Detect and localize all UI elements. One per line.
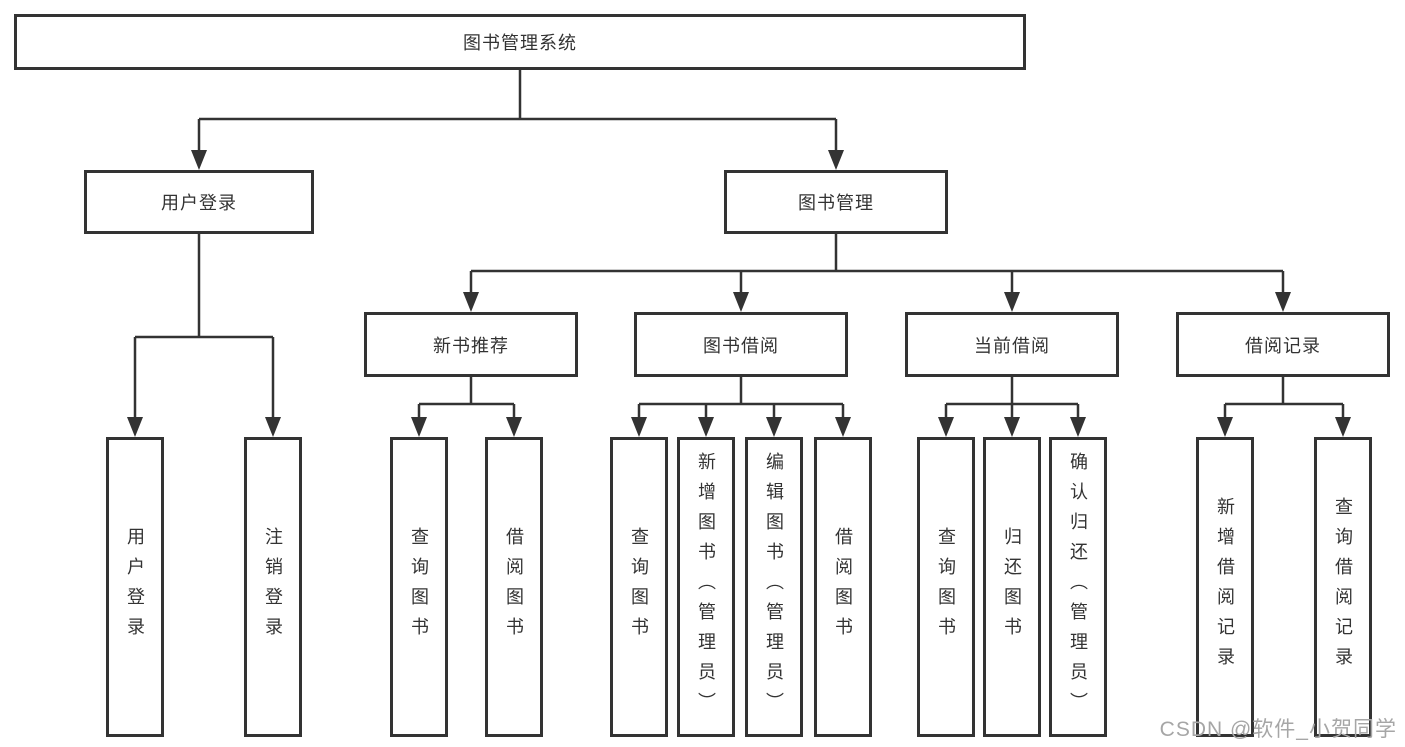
node-new-book-recommendation: 新书推荐 xyxy=(364,312,578,377)
leaf-label: 查询图书 xyxy=(936,527,956,647)
connector-lines xyxy=(133,70,1345,418)
node-user-login: 用户登录 xyxy=(84,170,314,234)
leaf-label: 查询借阅记录 xyxy=(1333,497,1353,677)
node-label: 图书管理系统 xyxy=(463,33,577,53)
leaf-confirm-return-admin: 确认归还（管理员） xyxy=(1049,437,1107,737)
leaf-logout-login: 注销登录 xyxy=(244,437,302,737)
node-current-borrowing: 当前借阅 xyxy=(905,312,1119,377)
leaf-label: 新增借阅记录 xyxy=(1215,497,1235,677)
leaf-label: 新增图书（管理员） xyxy=(696,452,716,722)
arrowheads xyxy=(127,150,1351,437)
leaf-label: 查询图书 xyxy=(409,527,429,647)
leaf-label: 借阅图书 xyxy=(504,527,524,647)
node-book-borrowing: 图书借阅 xyxy=(634,312,848,377)
leaf-query-books-recommend: 查询图书 xyxy=(390,437,448,737)
node-library-management-system: 图书管理系统 xyxy=(14,14,1026,70)
node-borrowing-records: 借阅记录 xyxy=(1176,312,1390,377)
leaf-label: 归还图书 xyxy=(1002,527,1022,647)
leaf-user-login: 用户登录 xyxy=(106,437,164,737)
csdn-watermark: CSDN @软件_小贺同学 xyxy=(1159,718,1397,741)
leaf-add-books-admin: 新增图书（管理员） xyxy=(677,437,735,737)
leaf-label: 查询图书 xyxy=(629,527,649,647)
leaf-label: 注销登录 xyxy=(263,527,283,647)
leaf-return-books: 归还图书 xyxy=(983,437,1041,737)
node-label: 借阅记录 xyxy=(1245,335,1321,356)
leaf-query-books-borrowing: 查询图书 xyxy=(610,437,668,737)
leaf-label: 用户登录 xyxy=(125,527,145,647)
node-label: 当前借阅 xyxy=(974,335,1050,356)
node-label: 新书推荐 xyxy=(433,335,509,356)
leaf-edit-books-admin: 编辑图书（管理员） xyxy=(745,437,803,737)
node-label: 用户登录 xyxy=(161,193,237,213)
leaf-borrow-books-recommend: 借阅图书 xyxy=(485,437,543,737)
node-label: 图书借阅 xyxy=(703,335,779,356)
leaf-add-borrow-record: 新增借阅记录 xyxy=(1196,437,1254,737)
leaf-query-borrow-record: 查询借阅记录 xyxy=(1314,437,1372,737)
node-label: 图书管理 xyxy=(798,193,874,213)
leaf-query-books-current: 查询图书 xyxy=(917,437,975,737)
leaf-label: 确认归还（管理员） xyxy=(1068,452,1088,722)
leaf-label: 借阅图书 xyxy=(833,527,853,647)
leaf-label: 编辑图书（管理员） xyxy=(764,452,784,722)
node-book-management: 图书管理 xyxy=(724,170,948,234)
leaf-borrow-books-borrowing: 借阅图书 xyxy=(814,437,872,737)
